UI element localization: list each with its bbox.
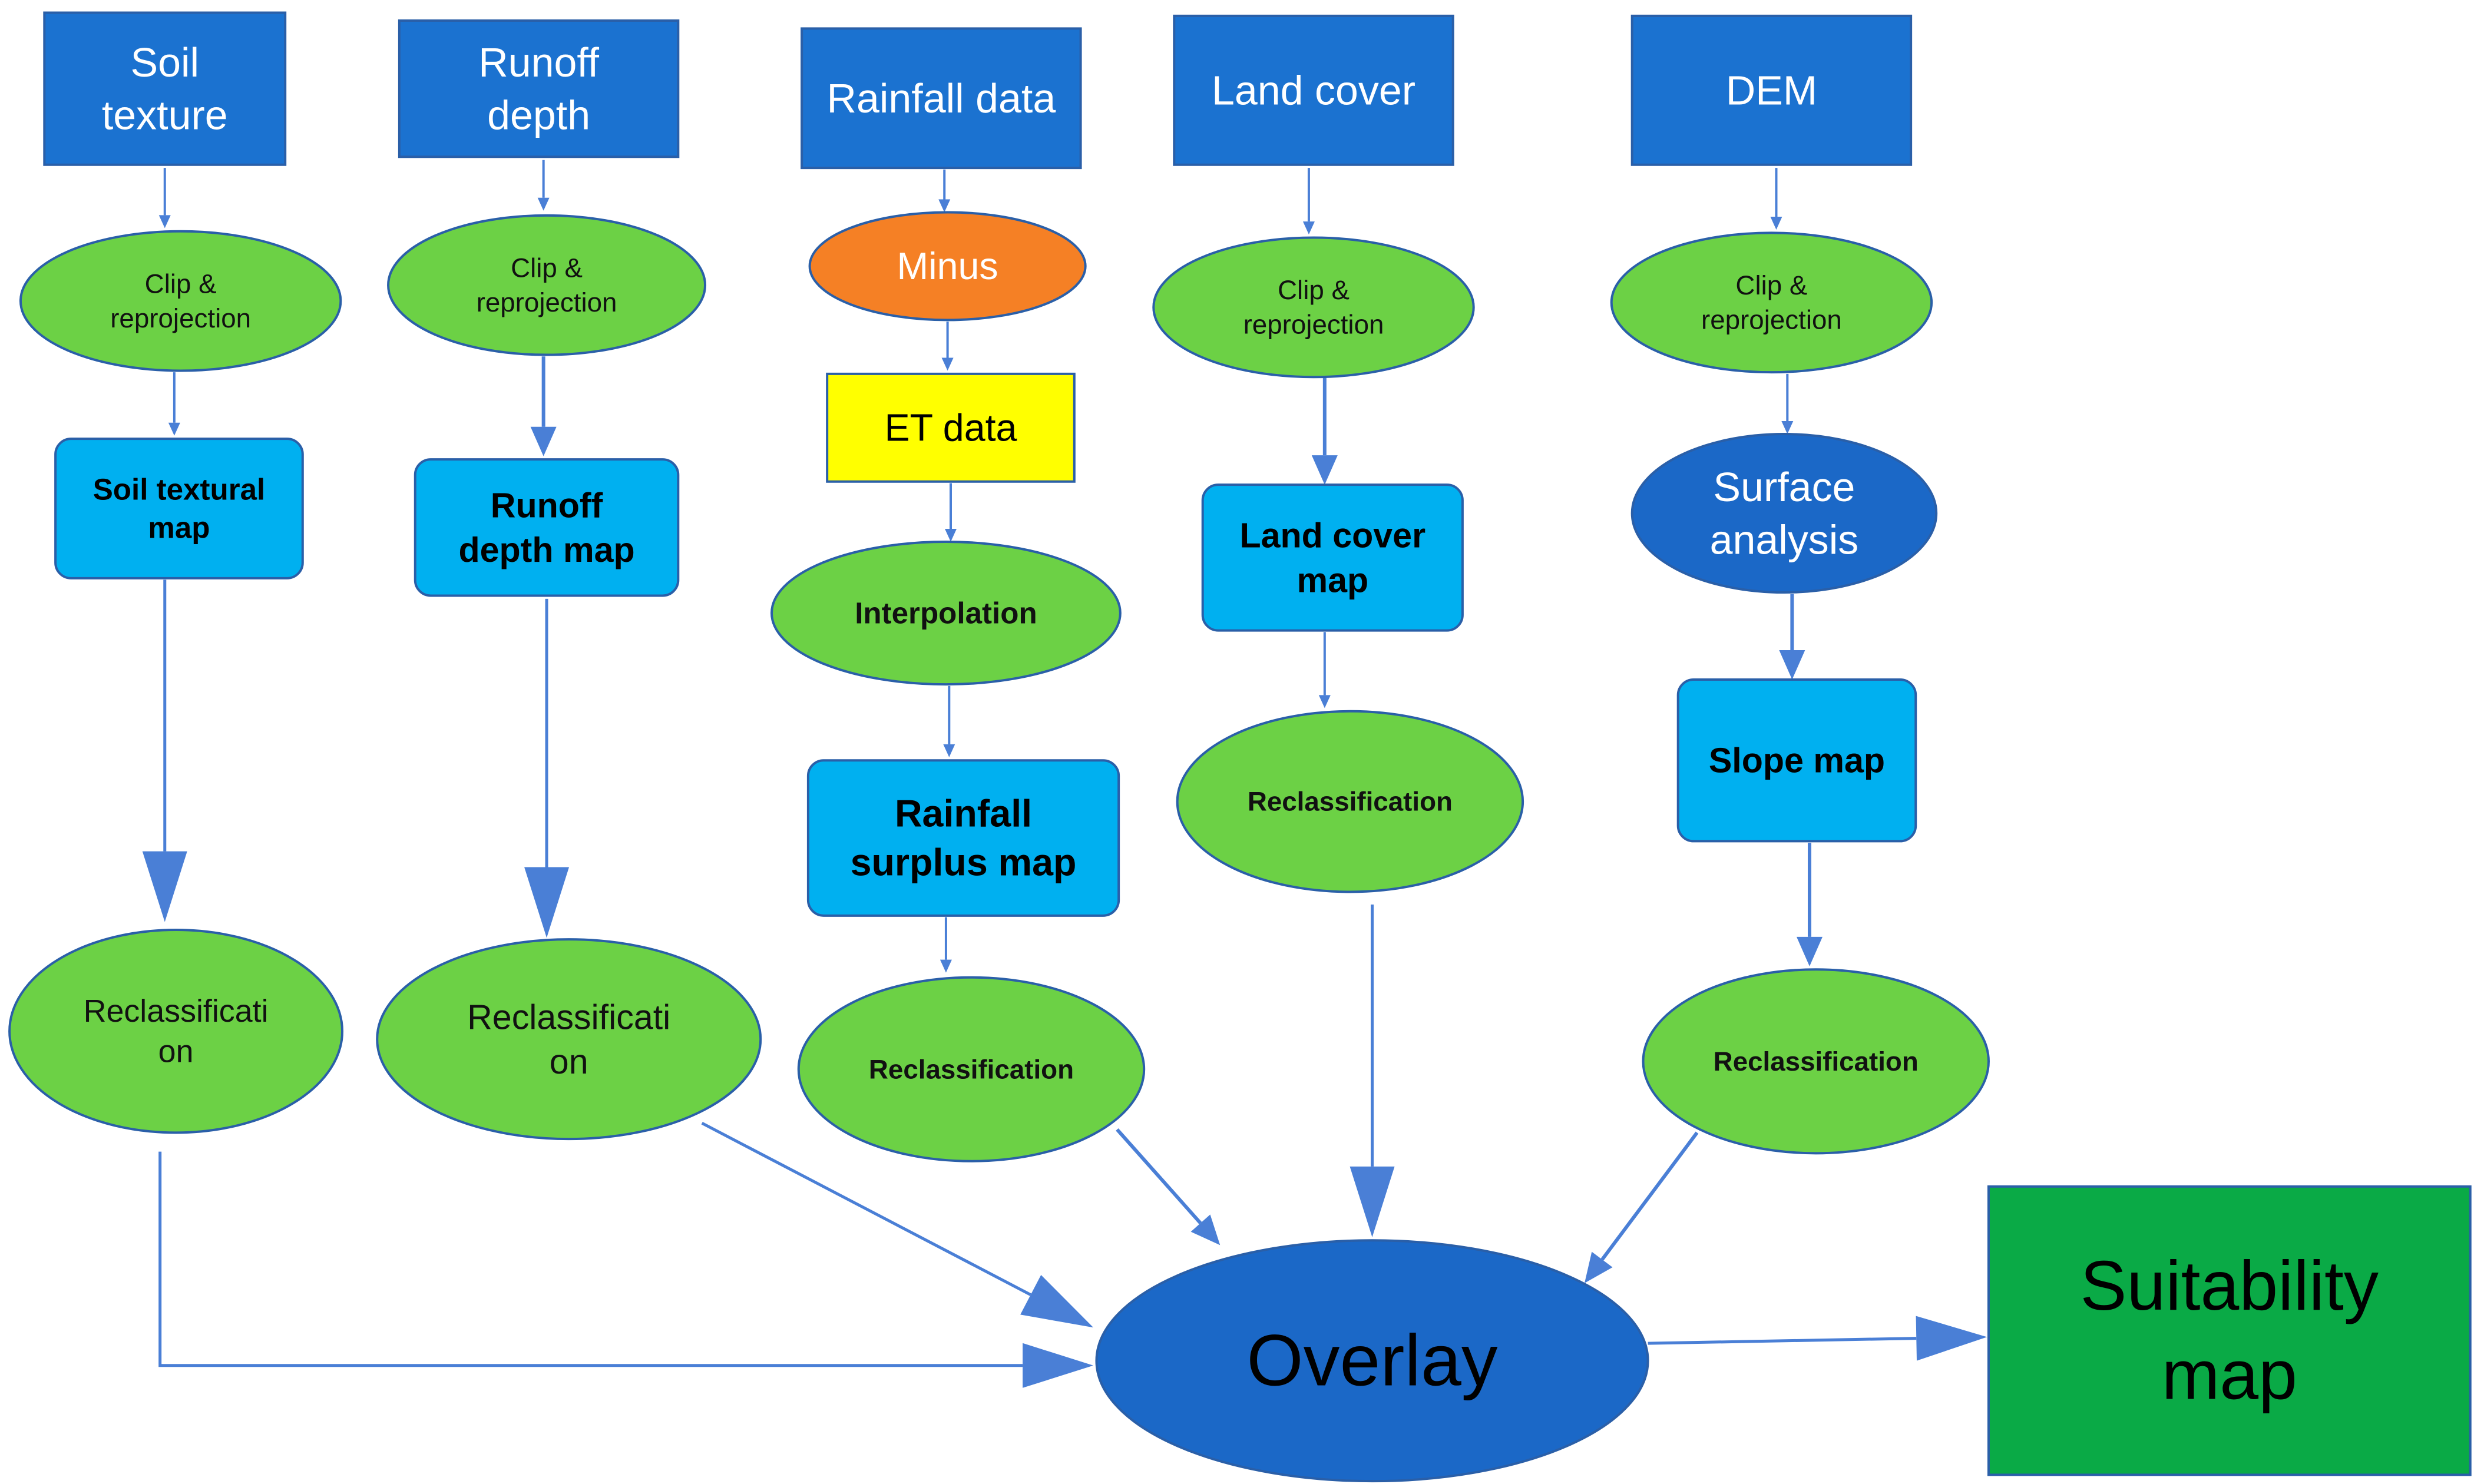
clip-reprojection-dem-label-1: Clip & [1735, 270, 1807, 300]
reclassification-landcover: Reclassification [1176, 710, 1524, 893]
arrow-reclass-rainfall-to-overlay [1116, 1128, 1221, 1246]
suitability-map-box-label-2: map [2162, 1336, 2297, 1414]
clip-reprojection-soil-label-2: reprojection [110, 303, 251, 333]
clip-reprojection-runoff-label-1: Clip & [511, 253, 583, 283]
runoff-depth-map-box-label-2: depth map [458, 530, 634, 569]
slope-map-box-label-1: Slope map [1709, 741, 1885, 780]
reclassification-slope: Reclassification [1642, 968, 1990, 1155]
land-cover-box-label-1: Land cover [1212, 67, 1415, 113]
arrow-landcover-to-clip [1302, 168, 1315, 235]
arrow-clip-to-surface [1781, 373, 1794, 435]
arrow-reclass-soil-to-overlay [158, 1151, 1094, 1388]
clip-reprojection-landcover-label-1: Clip & [1278, 275, 1350, 305]
et-data-box: ET data [826, 372, 1076, 483]
arrow-clip-to-soilmap [168, 372, 180, 436]
clip-reprojection-dem-label-2: reprojection [1701, 305, 1842, 335]
clip-reprojection-soil: Clip & reprojection [19, 230, 342, 372]
rainfall-data-box: Rainfall data [801, 27, 1082, 170]
clip-reprojection-landcover: Clip & reprojection [1152, 236, 1475, 379]
arrow-overlay-to-suitability [1648, 1316, 1987, 1361]
land-cover-box: Land cover [1173, 14, 1454, 166]
overlay-ellipse: Overlay [1095, 1239, 1649, 1483]
reclassification-soil-label-2: on [158, 1034, 194, 1069]
arrow-surface-to-slope [1779, 594, 1805, 680]
suitability-map-box-label-1: Suitability [2081, 1247, 2379, 1325]
reclassification-soil: Reclassificati on [8, 929, 344, 1134]
arrow-surplus-to-reclass [940, 917, 952, 973]
minus-ellipse-label-1: Minus [897, 245, 998, 287]
clip-reprojection-soil-label-1: Clip & [145, 269, 217, 299]
arrow-reclass-slope-to-overlay [1585, 1131, 1699, 1283]
soil-textural-map-box: Soil textural map [54, 438, 304, 579]
arrow-soilmap-to-reclass [142, 579, 187, 922]
overlay-ellipse-label-1: Overlay [1246, 1320, 1497, 1402]
arrow-runoffmap-to-reclass [524, 598, 570, 938]
soil-texture-box: Soil texture [43, 11, 287, 166]
clip-reprojection-runoff-label-2: reprojection [477, 287, 617, 317]
arrow-landcovermap-to-reclass [1318, 632, 1331, 708]
runoff-depth-map-box: Runoff depth map [414, 458, 680, 597]
surface-analysis-ellipse: Surface analysis [1630, 433, 1938, 594]
surface-analysis-ellipse-label-2: analysis [1710, 516, 1859, 562]
minus-ellipse: Minus [808, 211, 1087, 322]
dem-box: DEM [1630, 14, 1913, 166]
interpolation-ellipse: Interpolation [770, 540, 1122, 686]
arrow-rainfall-to-minus [938, 169, 951, 213]
rainfall-surplus-map-box: Rainfall surplus map [806, 759, 1120, 917]
arrow-minus-to-et [941, 322, 954, 371]
reclassification-runoff-label-2: on [550, 1042, 588, 1081]
clip-reprojection-landcover-label-2: reprojection [1243, 310, 1384, 340]
interpolation-ellipse-label-1: Interpolation [855, 597, 1037, 630]
soil-texture-box-label-2: texture [102, 92, 228, 138]
clip-reprojection-runoff: Clip & reprojection [387, 214, 707, 356]
soil-texture-box-label-1: Soil [130, 39, 199, 85]
land-cover-map-box: Land cover map [1201, 483, 1464, 632]
et-data-box-label-1: ET data [885, 406, 1017, 449]
reclassification-runoff-label-1: Reclassificati [467, 997, 670, 1036]
arrow-soil-to-clip [158, 168, 171, 228]
soil-textural-map-box-label-1: Soil textural [93, 472, 266, 506]
arrow-runoff-to-clip [537, 160, 550, 211]
arrow-clip-to-runoffmap [530, 356, 557, 456]
dem-box-label-1: DEM [1726, 67, 1817, 113]
reclassification-rainfall-label-1: Reclassification [869, 1054, 1074, 1084]
slope-map-box: Slope map [1676, 678, 1917, 843]
rainfall-surplus-map-box-label-2: surplus map [851, 841, 1077, 883]
arrow-reclass-landcover-to-overlay [1350, 904, 1395, 1237]
clip-reprojection-dem: Clip & reprojection [1610, 231, 1933, 374]
arrow-slope-to-reclass [1796, 843, 1823, 966]
arrow-dem-to-clip [1770, 168, 1782, 230]
reclassification-runoff: Reclassificati on [376, 938, 762, 1141]
land-cover-map-box-label-2: map [1296, 560, 1368, 599]
rainfall-surplus-map-box-label-1: Rainfall [895, 793, 1032, 835]
reclassification-rainfall: Reclassification [797, 976, 1146, 1162]
runoff-depth-box-label-1: Runoff [478, 39, 599, 85]
connector-arrows [142, 160, 1987, 1388]
arrow-interpolation-to-surplus [943, 685, 955, 757]
rainfall-data-box-label-1: Rainfall data [826, 75, 1056, 121]
suitability-map-box: Suitability map [1987, 1185, 2472, 1476]
runoff-depth-box: Runoff depth [398, 19, 680, 158]
reclassification-soil-label-1: Reclassificati [84, 993, 269, 1029]
surface-analysis-ellipse-label-1: Surface [1713, 464, 1855, 510]
arrow-et-to-interpolation [945, 483, 957, 542]
runoff-depth-map-box-label-1: Runoff [491, 485, 603, 525]
land-cover-map-box-label-1: Land cover [1239, 516, 1425, 555]
arrow-clip-to-landcovermap [1311, 377, 1338, 485]
reclassification-landcover-label-1: Reclassification [1248, 787, 1453, 817]
soil-textural-map-box-label-2: map [148, 511, 210, 545]
runoff-depth-box-label-2: depth [487, 92, 590, 138]
arrow-reclass-runoff-to-overlay [701, 1121, 1094, 1328]
reclassification-slope-label-1: Reclassification [1714, 1046, 1919, 1076]
